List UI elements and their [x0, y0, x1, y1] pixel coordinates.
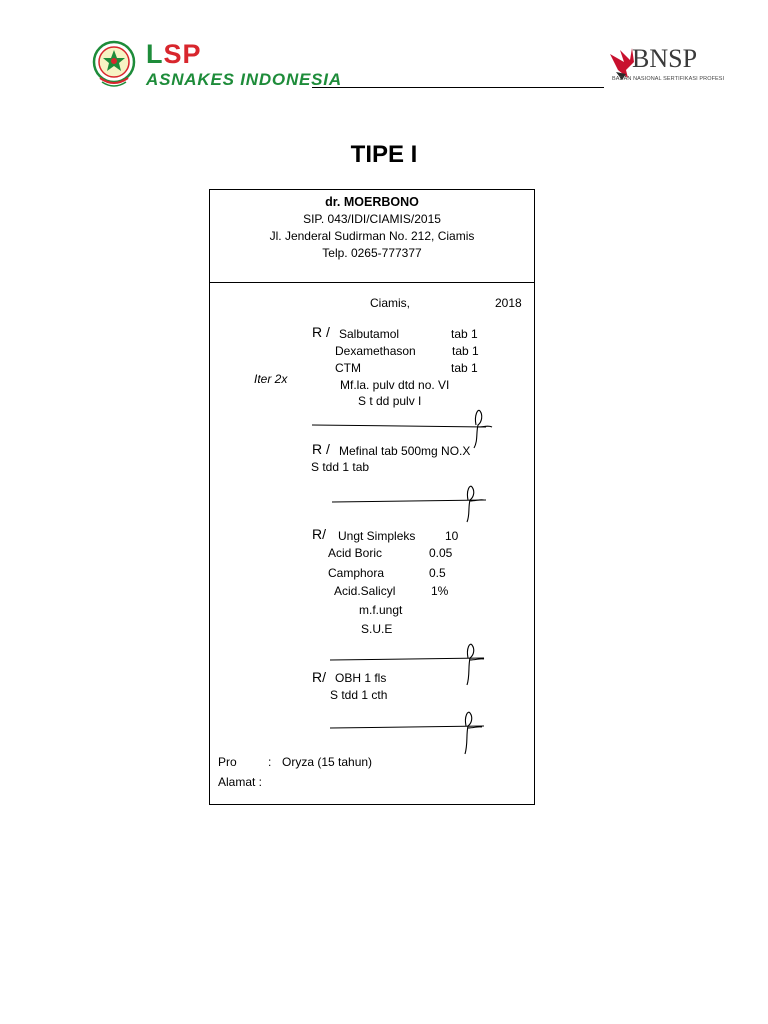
prescription-place: Ciamis, [370, 296, 411, 310]
bnsp-subtitle: BADAN NASIONAL SERTIFIKASI PROFESI [612, 76, 725, 82]
rx3-signa: S.U.E [361, 622, 393, 636]
prescription-year: 2018 [495, 296, 522, 310]
header-rule [312, 87, 604, 88]
page-title: TIPE I [350, 141, 418, 168]
rx3-item-qty: 10 [445, 529, 459, 543]
rx2-item: Mefinal tab 500mg NO.X [339, 444, 471, 458]
signature-mark-icon [329, 643, 485, 686]
card-divider [209, 282, 535, 283]
signature-mark-icon [311, 409, 493, 449]
rx2-signa: S tdd 1 tab [311, 460, 370, 474]
rx1-item-name: Dexamethason [335, 344, 416, 358]
rx3-item-name: Acid.Salicyl [334, 584, 396, 598]
rx4-signa: S tdd 1 cth [330, 688, 388, 702]
rx1-symbol: R / [312, 324, 330, 340]
rx1-item-qty: tab 1 [452, 344, 479, 358]
patient-value: Oryza (15 tahun) [282, 755, 373, 769]
rx3-item-name: Camphora [328, 566, 385, 580]
rx3-item-qty: 1% [431, 584, 449, 598]
bnsp-garuda-icon [610, 48, 634, 80]
lsp-wordmark-sp: SP [163, 39, 202, 69]
rx3-item-name: Acid Boric [328, 546, 383, 560]
prescription-card [209, 189, 535, 805]
rx1-item-name: Salbutamol [339, 327, 400, 341]
rx3-symbol: R/ [312, 526, 326, 542]
bnsp-wordmark: BNSP [632, 44, 698, 73]
doctor-sip: SIP. 043/IDI/CIAMIS/2015 [303, 212, 441, 226]
rx3-instruction: m.f.ungt [359, 603, 403, 617]
rx4-symbol: R/ [312, 669, 326, 685]
patient-label: Pro [218, 755, 237, 769]
lsp-emblem-icon [92, 40, 136, 87]
address-label: Alamat : [218, 775, 263, 789]
signature-mark-icon [331, 485, 487, 523]
rx1-item-qty: tab 1 [451, 327, 478, 341]
rx1-item-name: CTM [335, 361, 361, 375]
rx2-symbol: R / [312, 441, 330, 457]
doctor-address: Jl. Jenderal Sudirman No. 212, Ciamis [269, 229, 475, 243]
doctor-name: dr. MOERBONO [325, 195, 419, 209]
iter-note: Iter 2x [254, 372, 288, 386]
rx3-item-name: Ungt Simpleks [338, 529, 416, 543]
rx1-signa: S t dd pulv I [358, 394, 422, 408]
signature-mark-icon [329, 711, 485, 755]
doctor-phone: Telp. 0265-777377 [322, 246, 422, 260]
organization-name: ASNAKES INDONESIA [146, 70, 342, 89]
lsp-wordmark-l: L [146, 39, 164, 69]
patient-separator: : [268, 755, 272, 769]
lsp-wordmark: LSP [146, 40, 202, 68]
rx3-item-qty: 0.05 [429, 546, 453, 560]
rx3-item-qty: 0.5 [429, 566, 446, 580]
rx1-item-qty: tab 1 [451, 361, 478, 375]
rx1-instruction: Mf.la. pulv dtd no. VI [340, 378, 450, 392]
rx4-item: OBH 1 fls [335, 671, 387, 685]
